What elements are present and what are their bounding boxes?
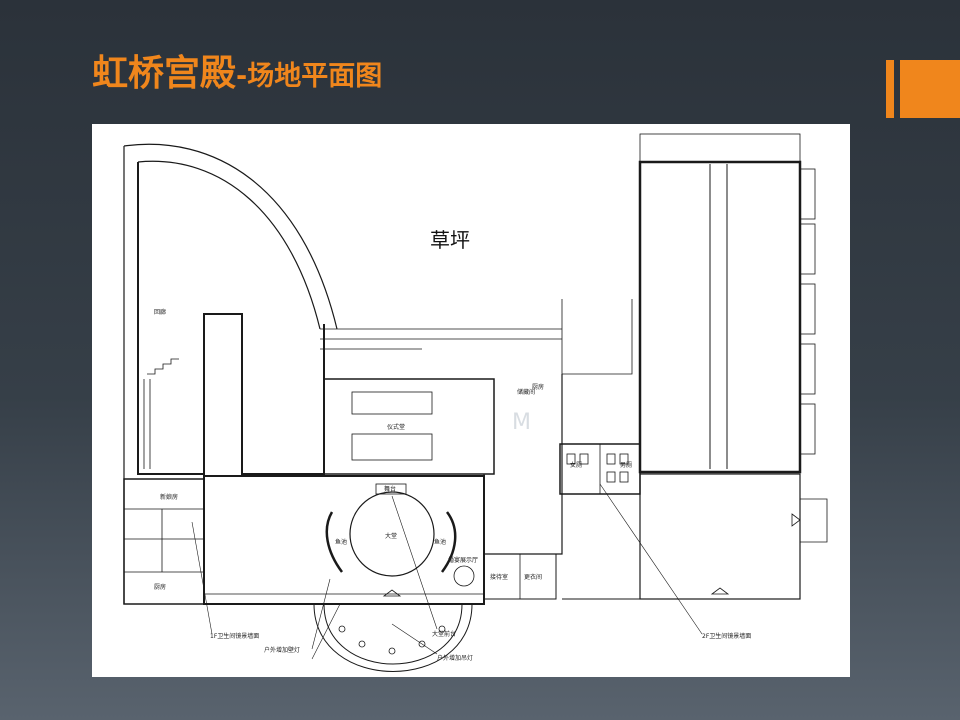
room-label-male-wc: 男厕 (620, 462, 632, 469)
room-label-display-hall: 婚宴展示厅 (448, 556, 478, 564)
room-label-kitchen-left: 厨房 (154, 583, 166, 591)
room-label-fish-pond-left: 鱼池 (335, 538, 347, 546)
front-porch-arc (313, 603, 473, 672)
accent-bar-thin (886, 60, 894, 118)
room-label-dressing: 更衣间 (524, 573, 542, 581)
callout-hall-stage: 大堂前台 (432, 630, 456, 638)
right-wing (638, 160, 802, 474)
slide-title-sub: -场地平面图 (236, 61, 383, 92)
room-label-kitchen-right: 厨房 (532, 383, 544, 391)
callout-outdoor-light-a: 户外增加壁灯 (264, 646, 300, 654)
callout-outdoor-light-b: 户外增加吊灯 (437, 654, 473, 662)
plan-watermark: M (512, 410, 531, 435)
kitchen-left-block (123, 478, 205, 605)
room-label-ceremony-hall: 仪式堂 (387, 423, 405, 431)
accent-bar-block (900, 60, 960, 118)
room-label-grand-hall: 大堂 (385, 532, 397, 540)
room-label-side-room: 储藏间 (517, 388, 535, 396)
grand-hall-circle (349, 491, 435, 577)
room-label-corridor: 回廊 (154, 308, 166, 316)
slide-title-main: 虹桥宫殿 (92, 53, 237, 94)
room-label-bride-room: 新娘房 (160, 493, 178, 501)
right-lower-building (639, 473, 801, 600)
left-wing-outline (123, 143, 338, 604)
slide-title: 虹桥宫殿-场地平面图 (92, 52, 382, 99)
callout-wc-right: 2F卫生间镜景墙面 (702, 632, 751, 640)
lawn-label: 草坪 (430, 228, 470, 252)
floor-plan-drawing: M 草坪 仪式堂 新娘房 厨房 厨房 女厕 男厕 舞台 大堂 鱼池 鱼池 婚宴展… (123, 133, 828, 672)
floor-plan-image: M 草坪 仪式堂 新娘房 厨房 厨房 女厕 男厕 舞台 大堂 鱼池 鱼池 婚宴展… (92, 124, 850, 677)
callout-wc-left: 1F卫生间镜景墙面 (210, 632, 259, 640)
corridor-lines (320, 299, 633, 375)
left-wing-wall (137, 162, 325, 475)
ceremony-hall (323, 378, 495, 475)
room-label-fish-pond-right: 鱼池 (434, 538, 446, 546)
room-label-female-wc: 女厕 (570, 461, 582, 469)
room-label-stage: 舞台 (384, 485, 396, 493)
room-label-reception: 接待室 (490, 573, 508, 581)
